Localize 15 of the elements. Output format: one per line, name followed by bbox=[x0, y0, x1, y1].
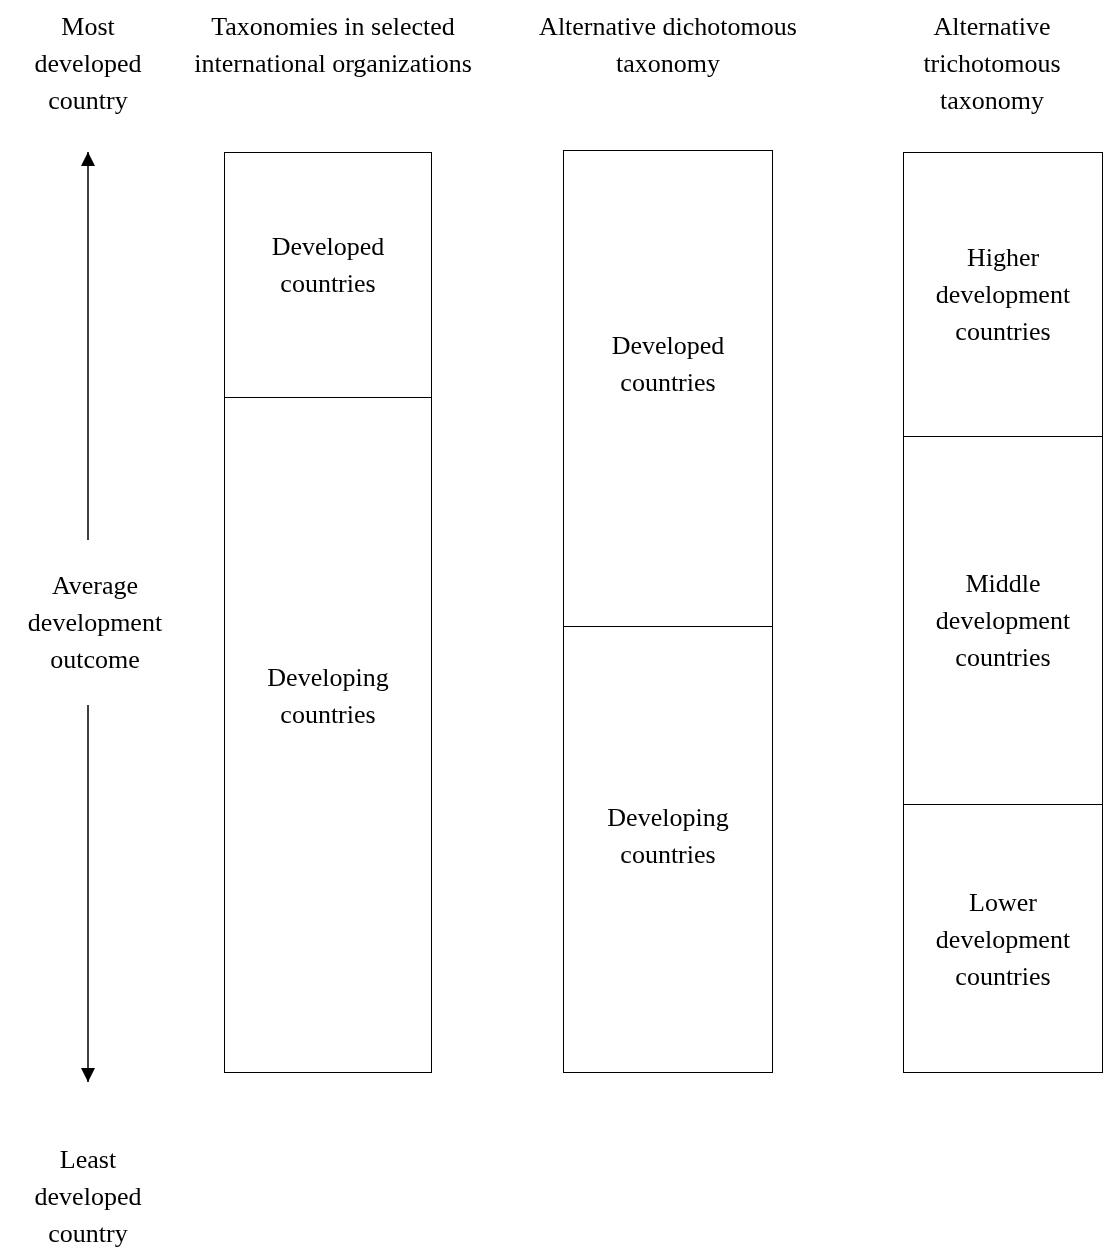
column-heading: Alternative trichotomous taxonomy bbox=[922, 11, 1062, 117]
axis-end-label: Most developed country bbox=[33, 11, 143, 117]
category-label: Developed countries bbox=[270, 231, 386, 300]
category-label: Middle development countries bbox=[934, 568, 1072, 674]
column-heading: Alternative dichotomous taxonomy bbox=[538, 11, 798, 80]
category-label: Higher development countries bbox=[934, 242, 1072, 348]
category-label: Developing countries bbox=[606, 801, 730, 871]
arrow bbox=[81, 151, 95, 541]
category-label: Lower development countries bbox=[934, 887, 1072, 993]
category-label: Developed countries bbox=[610, 329, 726, 399]
axis-end-label: Least developed country bbox=[33, 1144, 143, 1250]
axis-middle-label: Average development outcome bbox=[26, 570, 164, 676]
column-heading: Taxonomies in selected international organizations bbox=[193, 11, 473, 80]
arrow bbox=[81, 704, 95, 1083]
category-label: Developing countries bbox=[266, 662, 390, 731]
